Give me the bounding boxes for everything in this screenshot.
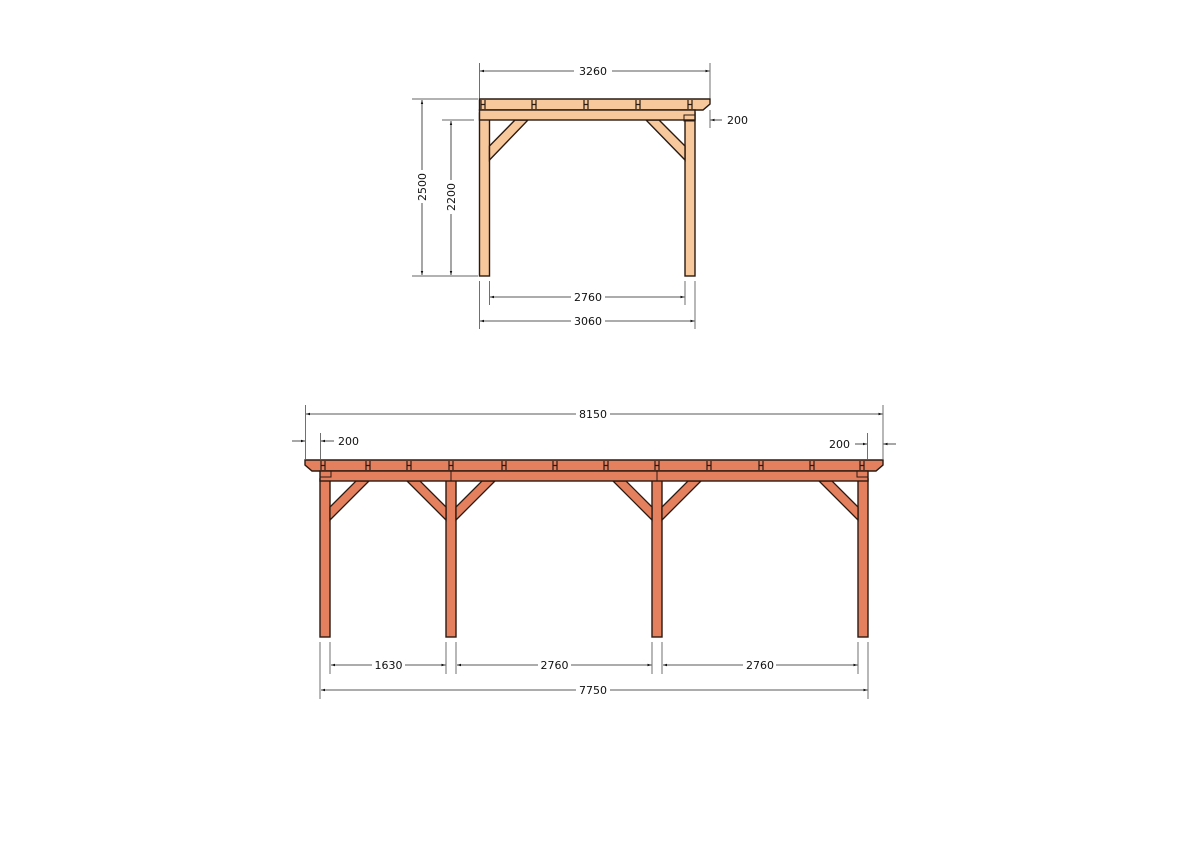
dim-side-span-2: 2760 [455,642,653,674]
front-header-notch [683,114,696,122]
front-post-left [478,112,491,277]
dim-front-total-width: 3260 [479,63,711,99]
front-post-right [684,112,696,277]
dim-front-total-height: 2500 [412,98,478,277]
dim-side-span-3: 2760 [661,642,859,674]
dim-side-total-length: 8150 [305,405,884,459]
side-top-plate [304,459,884,472]
front-view: 3260 200 2500 2200 2760 [412,63,748,329]
dim-side-outer-length: 7750 [319,642,869,699]
dim-label: 1630 [375,659,403,672]
dim-label: 8150 [579,408,607,421]
dim-label: 200 [727,114,748,127]
beam-notch-right [856,470,869,478]
dim-label: 2500 [416,173,429,201]
dim-side-overhang-left: 200 [292,433,359,459]
dim-label: 200 [338,435,359,448]
dim-label: 2760 [746,659,774,672]
front-rafter [478,98,711,111]
dim-label: 200 [829,438,850,451]
dim-label: 7750 [579,684,607,697]
side-braces [329,480,859,522]
dim-front-overhang: 200 [709,110,748,128]
front-brace-left [488,119,530,162]
dim-label: 3060 [574,315,602,328]
dim-front-post-height: 2200 [442,119,474,275]
dim-front-clear-span: 2760 [489,281,686,305]
dim-side-overhang-right: 200 [829,433,896,459]
dim-side-span-1: 1630 [329,642,447,674]
dim-label: 2200 [445,183,458,211]
dim-label: 2760 [574,291,602,304]
front-purlin-blocks [480,100,693,109]
side-purlin-blocks [320,461,865,470]
dim-label: 2760 [541,659,569,672]
side-post-2 [445,478,457,638]
front-brace-right [644,119,686,162]
side-post-4 [857,478,869,638]
side-view: 8150 200 200 1630 [292,405,896,699]
side-main-beam [319,470,869,482]
dim-front-outer-width: 3060 [479,281,696,329]
front-header-beam [478,109,696,121]
dim-label: 3260 [579,65,607,78]
side-post-3 [651,478,663,638]
side-post-1 [319,478,331,638]
beam-notch-left [319,470,332,478]
